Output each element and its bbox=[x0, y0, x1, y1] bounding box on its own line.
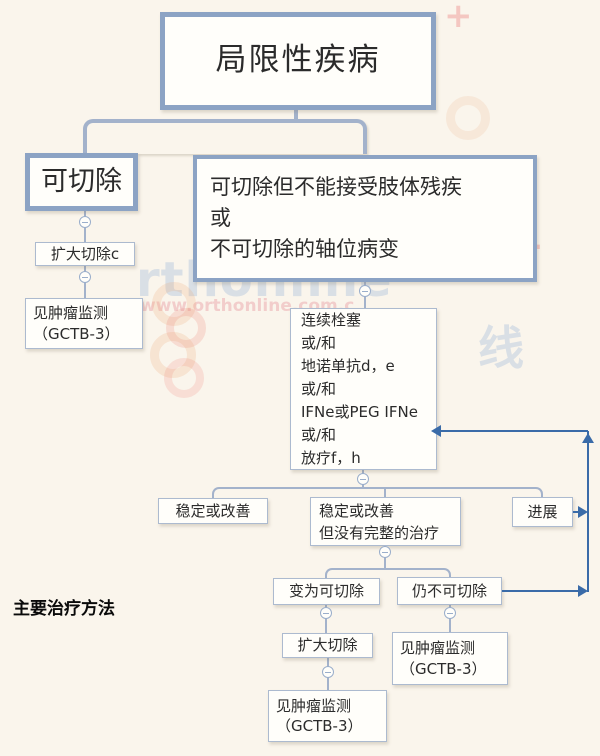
node-treatment-options: 连续栓塞 或/和 地诺单抗d，e 或/和 IFNe或PEG IFNe 或/和 放… bbox=[290, 308, 437, 470]
node-label: 仍不可切除 bbox=[411, 581, 487, 600]
collapse-toggle-becomes-resectable[interactable] bbox=[320, 607, 332, 619]
treatment-line: 地诺单抗d，e bbox=[301, 356, 395, 375]
outcome-line: 稳定或改善 bbox=[319, 501, 395, 520]
node-label: 稳定或改善 bbox=[175, 501, 251, 520]
outcome-line: 但没有完整的治疗 bbox=[319, 523, 440, 542]
watermark-ring-icon bbox=[150, 332, 196, 378]
node-unresectable-condition: 可切除但不能接受肢体残疾 或 不可切除的轴位病变 bbox=[193, 155, 537, 282]
node-resectable: 可切除 bbox=[25, 153, 138, 211]
monitor-line: 见肿瘤监测 bbox=[276, 696, 352, 715]
main-treatment-label: 主要治疗方法 bbox=[13, 599, 115, 619]
node-wide-excision-2: 扩大切除 bbox=[282, 633, 373, 658]
feedback-arrow-top-line bbox=[441, 430, 588, 432]
node-still-unresectable: 仍不可切除 bbox=[397, 577, 502, 605]
node-label: 进展 bbox=[527, 502, 558, 521]
node-outcome-stable: 稳定或改善 bbox=[158, 498, 268, 524]
collapse-toggle-wide-excision-2[interactable] bbox=[322, 666, 334, 678]
connector-outcomes-bracket bbox=[212, 487, 543, 499]
treatment-line: 连续栓塞 bbox=[301, 310, 362, 329]
feedback-arrow-left-head-icon bbox=[431, 425, 441, 437]
collapse-toggle-resectable[interactable] bbox=[79, 216, 91, 228]
watermark-ring-icon bbox=[164, 358, 204, 398]
node-label: 局限性疾病 bbox=[215, 42, 381, 79]
node-tumor-monitor-1: 见肿瘤监测 （GCTB-3） bbox=[25, 298, 143, 349]
feedback-arrow-up-head-icon bbox=[582, 433, 594, 443]
node-label: 扩大切除 bbox=[297, 636, 358, 655]
progression-arrow-head-icon bbox=[578, 506, 588, 518]
condition-line: 可切除但不能接受肢体残疾 bbox=[210, 175, 462, 199]
watermark-plus-icon: + bbox=[444, 0, 473, 36]
node-outcome-stable-incomplete: 稳定或改善 但没有完整的治疗 bbox=[310, 497, 461, 546]
connector-becomes-excision bbox=[325, 605, 327, 633]
monitor-line: 见肿瘤监测 bbox=[33, 304, 109, 323]
node-localized-disease: 局限性疾病 bbox=[160, 12, 436, 110]
node-label: 可切除 bbox=[41, 165, 122, 197]
treatment-line: 放疗f，h bbox=[301, 448, 361, 467]
monitor-line: （GCTB-3） bbox=[33, 324, 120, 343]
monitor-line: （GCTB-3） bbox=[276, 717, 363, 735]
node-wide-excision-c: 扩大切除c bbox=[35, 242, 135, 266]
condition-line: 不可切除的轴位病变 bbox=[210, 237, 399, 261]
collapse-toggle-wide-excision-c[interactable] bbox=[79, 271, 91, 283]
collapse-toggle-still-unresectable[interactable] bbox=[444, 607, 456, 619]
condition-line: 或 bbox=[210, 206, 231, 230]
node-tumor-monitor-3: 见肿瘤监测 （GCTB-3） bbox=[268, 690, 387, 742]
treatment-line: 或/和 bbox=[301, 333, 337, 352]
monitor-line: 见肿瘤监测 bbox=[400, 639, 476, 658]
progression-arrow-line bbox=[573, 511, 580, 513]
collapse-toggle-treatment[interactable] bbox=[357, 473, 369, 485]
still-unresectable-arrow-head-icon bbox=[578, 585, 588, 597]
connector-followup-bracket bbox=[325, 568, 451, 578]
node-label: 变为可切除 bbox=[288, 582, 364, 601]
connector-root-bracket bbox=[83, 119, 367, 154]
still-unresectable-arrow-line bbox=[502, 590, 579, 592]
collapse-toggle-stable-incomplete[interactable] bbox=[379, 546, 391, 558]
watermark-ring-icon bbox=[446, 96, 490, 140]
connector-root-stem bbox=[294, 110, 298, 120]
treatment-line: IFNe或PEG IFNe bbox=[301, 402, 418, 421]
node-label: 扩大切除c bbox=[50, 244, 120, 263]
node-becomes-resectable: 变为可切除 bbox=[273, 578, 380, 605]
monitor-line: （GCTB-3） bbox=[400, 659, 487, 678]
watermark-ring-icon bbox=[166, 308, 206, 348]
watermark-ring-icon bbox=[152, 282, 196, 326]
collapse-toggle-condition[interactable] bbox=[359, 285, 371, 297]
treatment-line: 或/和 bbox=[301, 379, 337, 398]
node-outcome-progression: 进展 bbox=[512, 497, 573, 527]
treatment-line: 或/和 bbox=[301, 425, 337, 444]
connector-outcomes-center-drop bbox=[384, 487, 386, 497]
feedback-arrow-riser-line bbox=[587, 431, 589, 592]
node-tumor-monitor-2: 见肿瘤监测 （GCTB-3） bbox=[392, 632, 508, 685]
